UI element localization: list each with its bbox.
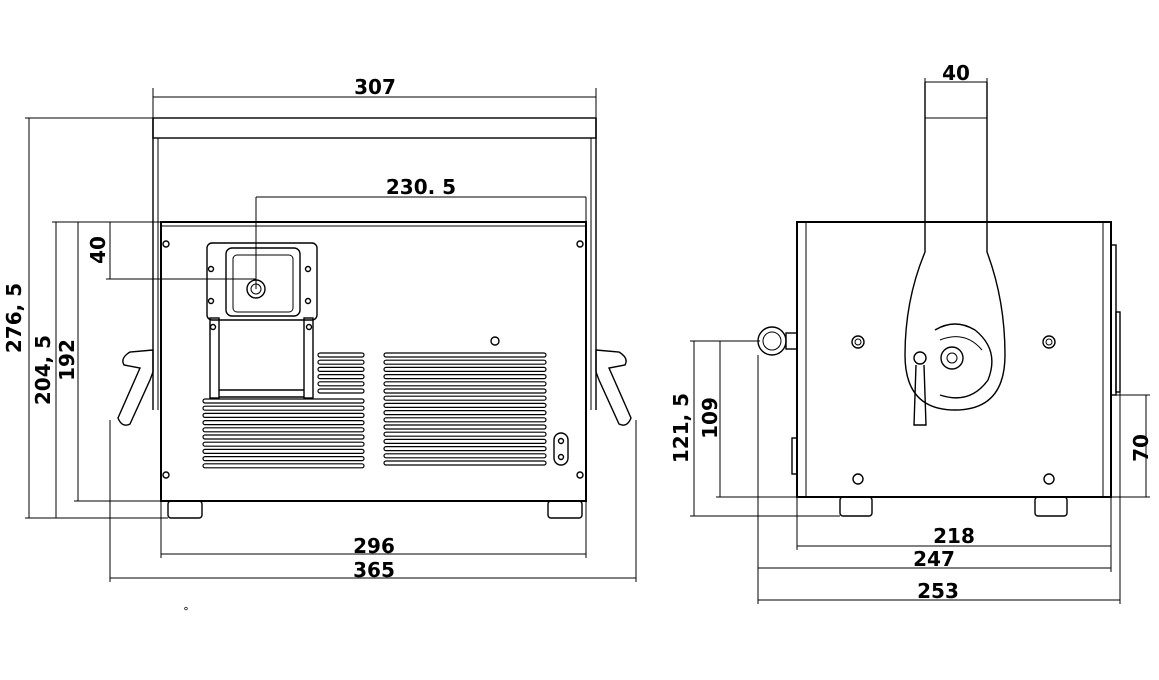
vent-slot [202,420,365,426]
dim-276-5: 276, 5 [2,117,168,519]
dim-label-192: 192 [55,339,79,381]
vent-slot [317,381,365,387]
dim-label-121-5: 121, 5 [669,393,693,463]
dim-label-365: 365 [353,558,395,582]
vent-slot [202,405,365,411]
vent-slot [383,381,547,387]
dim-40-front: 40 [86,221,256,280]
vent-slot [383,395,547,401]
vent-slot [383,431,547,437]
dim-label-204-5: 204, 5 [31,335,55,405]
vent-slot [202,427,365,433]
dim-109: 109 [698,340,797,498]
screw-icon [852,473,864,485]
side-view: 40 121, 5 109 70 218 [669,61,1153,604]
screw-icon [576,471,584,479]
dim-70: 70 [1111,394,1153,498]
dim-296: 296 [160,501,587,558]
screw-icon [162,240,170,248]
vent-slot [383,359,547,365]
vent-slot [383,460,547,466]
dim-label-296: 296 [353,534,395,558]
side-connector [757,326,798,356]
front-body [160,221,587,502]
dim-204-5: 204, 5 [31,221,161,518]
vent-slot [383,453,547,459]
dim-label-230-5: 230. 5 [386,175,456,199]
dim-label-253: 253 [917,579,959,603]
front-latches [117,349,632,426]
dim-247: 247 [757,355,1112,572]
vent-slot [383,388,547,394]
screw-icon [1042,335,1056,349]
aperture-plate [206,242,318,399]
vent-slot [383,438,547,444]
vent-slot [317,352,365,358]
vent-slot [202,441,365,447]
front-feet [167,500,583,519]
connector-icon [757,326,787,356]
side-body [791,221,1121,498]
vent-slot [383,424,547,430]
screw-icon [851,335,865,349]
dim-40-side: 40 [924,61,988,118]
vent-slot [317,359,365,365]
screw-icon [576,240,584,248]
vent-slot [202,456,365,462]
dim-label-307: 307 [354,75,396,99]
screw-icon [490,336,500,346]
dim-218: 218 [796,497,1112,550]
vent-slot [202,434,365,440]
side-handle-arm [904,82,1006,426]
vent-slot [317,374,365,380]
vent-slots-right [383,352,547,466]
dim-230-5: 230. 5 [255,175,587,289]
dim-365: 365 [109,420,637,582]
vent-slot [202,398,365,404]
dim-label-247: 247 [913,547,955,571]
dim-307: 307 [152,75,597,118]
power-connector [553,432,569,466]
front-view: 307 230. 5 40 276, 5 204, 5 [2,75,637,615]
side-feet [839,496,1068,517]
vent-slots-left [202,352,365,469]
vent-slot [317,366,365,372]
vent-slot [383,402,547,408]
stray-mark: ∘ [183,602,190,615]
vent-slot [317,388,365,394]
vent-slot [383,374,547,380]
vent-slot [383,417,547,423]
dim-label-109: 109 [698,397,722,439]
dim-121-5: 121, 5 [669,340,840,517]
dim-label-218: 218 [933,524,975,548]
pivot-knob-icon [940,346,964,370]
vent-slot [383,366,547,372]
dim-label-70: 70 [1129,434,1153,462]
screw-icon [162,471,170,479]
dim-label-40-front: 40 [86,236,110,264]
dim-192: 192 [55,222,161,502]
vent-slot [202,448,365,454]
dim-label-276-5: 276, 5 [2,283,26,353]
vent-slot [202,412,365,418]
vent-slot [202,463,365,469]
vent-slot [383,352,547,358]
dim-253: 253 [757,392,1121,604]
screw-icon [1043,473,1055,485]
vent-slot [383,446,547,452]
dim-label-40-side: 40 [942,61,970,85]
vent-slot [383,410,547,416]
